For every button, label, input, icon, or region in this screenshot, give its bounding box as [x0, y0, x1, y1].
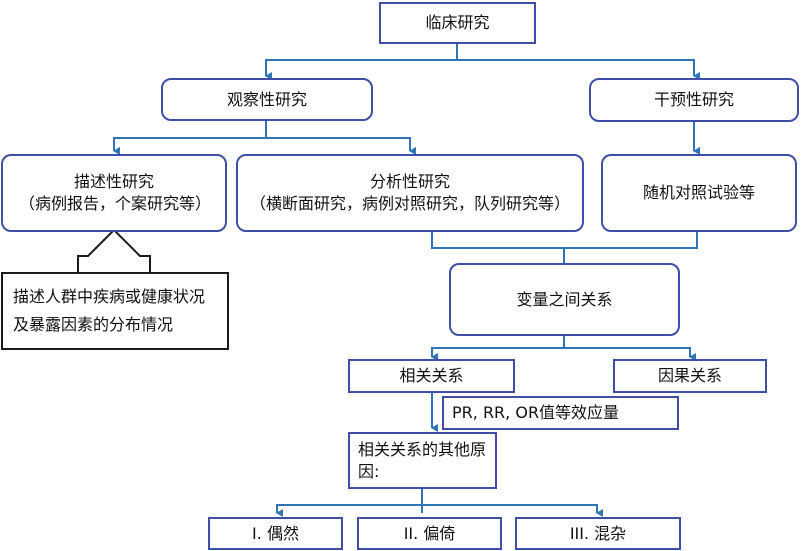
node-interventional-research: 干预性研究	[589, 78, 799, 122]
node-variable-relationship: 变量之间关系	[449, 263, 680, 336]
node-title: 描述性研究	[73, 172, 154, 191]
node-label: 相关关系	[399, 366, 464, 385]
node-other-reasons: 相关关系的其他原因:	[348, 432, 497, 489]
node-causation: 因果关系	[613, 359, 767, 393]
node-detail: （横断面研究，病例对照研究，队列研究等）	[250, 194, 571, 213]
node-analytical-research: 分析性研究 （横断面研究，病例对照研究，队列研究等）	[236, 154, 584, 232]
node-label: 观察性研究	[226, 89, 307, 109]
node-confounding: III. 混杂	[515, 517, 681, 550]
node-label: 变量之间关系	[516, 289, 613, 309]
node-detail: （病例报告，个案研究等）	[19, 194, 212, 213]
node-descriptive-research: 描述性研究 （病例报告，个案研究等）	[1, 154, 227, 232]
node-title: 分析性研究	[369, 172, 450, 191]
node-correlation: 相关关系	[348, 359, 515, 393]
node-label: 相关关系的其他原因:	[358, 439, 487, 481]
node-effect-measures: PR, RR, OR值等效应量	[442, 396, 679, 430]
node-label: 因果关系	[657, 366, 722, 385]
node-chance: I. 偶然	[208, 517, 343, 550]
node-randomized-controlled-trial: 随机对照试验等	[601, 154, 797, 232]
node-observational-research: 观察性研究	[161, 78, 373, 121]
node-label: PR, RR, OR值等效应量	[452, 403, 620, 422]
node-bias: II. 偏倚	[357, 517, 502, 550]
callout-arrow-shape	[77, 228, 151, 272]
node-clinical-research: 临床研究	[379, 2, 536, 44]
node-label: 临床研究	[425, 13, 490, 32]
node-label: 描述人群中疾病或健康状况及暴露因素的分布情况	[13, 287, 206, 334]
node-label: II. 偏倚	[403, 523, 456, 543]
node-label: I. 偶然	[252, 523, 299, 543]
node-descriptive-purpose: 描述人群中疾病或健康状况及暴露因素的分布情况	[1, 272, 229, 350]
node-label: 随机对照试验等	[642, 183, 755, 202]
node-label: 干预性研究	[653, 90, 734, 109]
node-label: III. 混杂	[569, 523, 627, 543]
